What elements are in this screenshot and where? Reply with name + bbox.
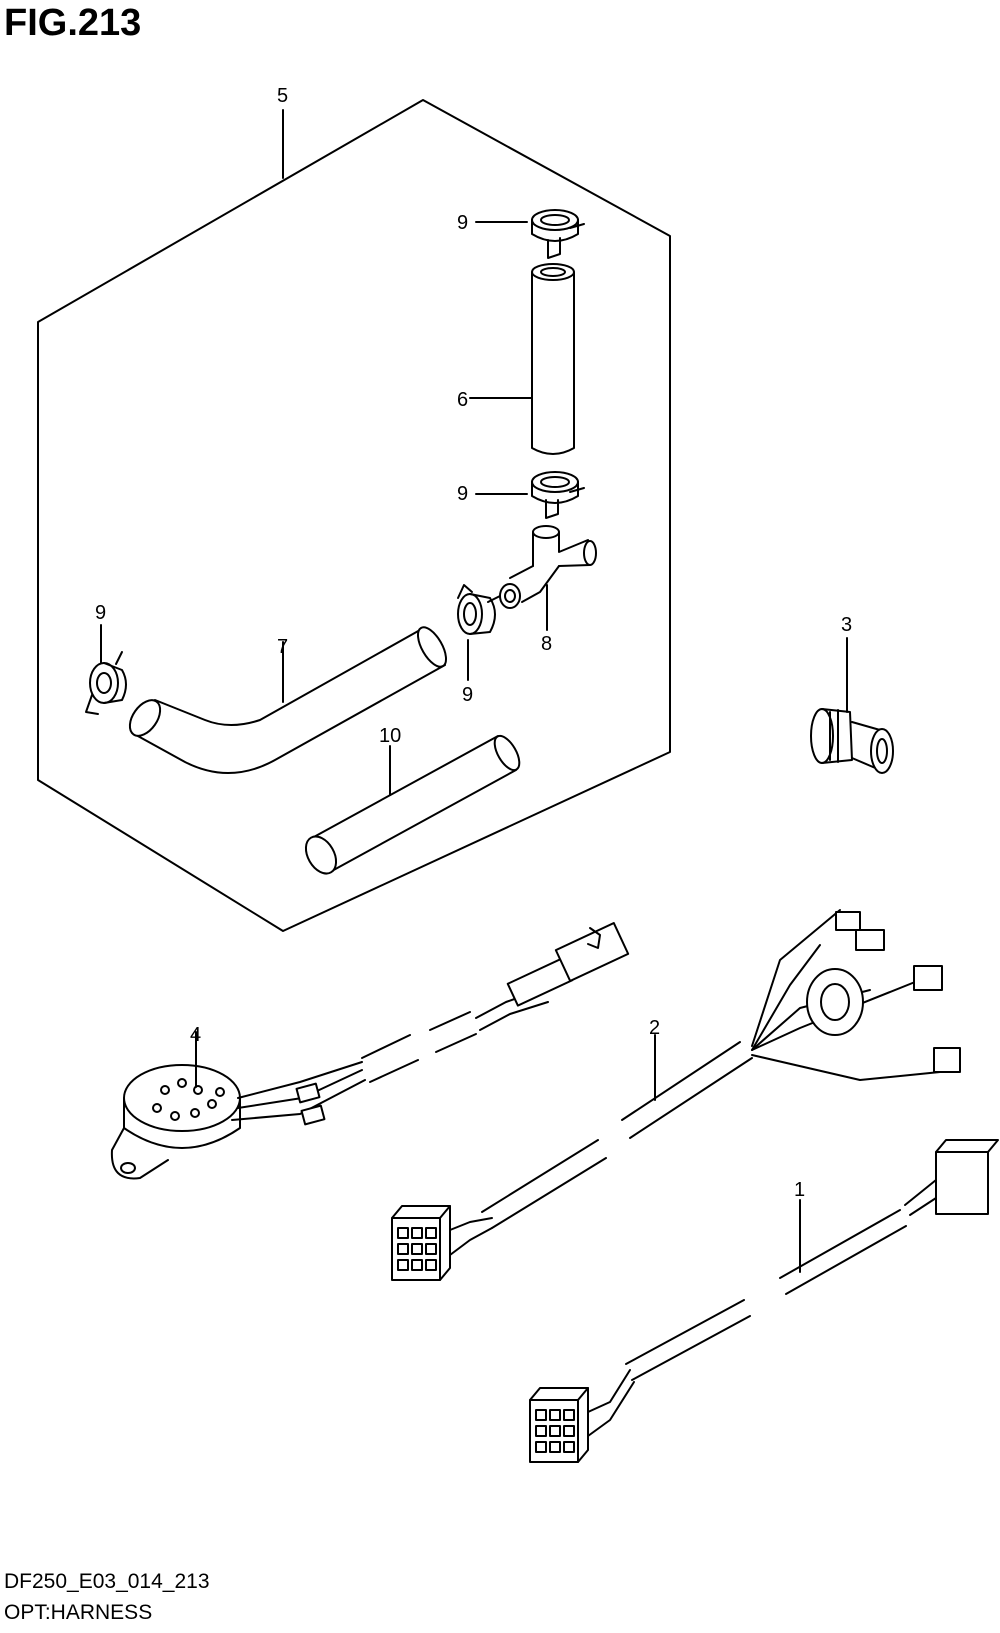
callout-1: 1: [794, 1179, 806, 1201]
callout-7: 7: [277, 636, 289, 658]
elbow-hose-part-7: [128, 626, 447, 774]
callout-6: 6: [457, 389, 469, 411]
callout-2: 2: [649, 1017, 661, 1039]
kit-box-outline: [37, 99, 671, 932]
clamp-part-9-left: [85, 651, 127, 715]
callout-9-left: 9: [95, 602, 107, 624]
clamp-part-9-top: [531, 209, 585, 259]
hose-part-10: [304, 734, 521, 875]
callout-9-top: 9: [457, 212, 469, 234]
plug-part-3: [810, 708, 894, 774]
figure-title: FIG.213: [4, 2, 142, 44]
harness-part-1: [529, 1139, 999, 1463]
buzzer-harness-part-4: [110, 922, 630, 1180]
clamp-part-9-right: [457, 584, 501, 635]
harness-part-2: [391, 909, 961, 1281]
callout-4: 4: [190, 1024, 202, 1046]
callout-9-right: 9: [462, 684, 474, 706]
figure-name: OPT:HARNESS: [4, 1601, 153, 1624]
callout-3: 3: [841, 614, 853, 636]
callout-9-middle: 9: [457, 483, 469, 505]
figure-code: DF250_E03_014_213: [4, 1570, 210, 1593]
callout-10: 10: [379, 725, 402, 747]
callout-8: 8: [541, 633, 553, 655]
hose-part-6: [531, 263, 575, 455]
callout-5: 5: [277, 85, 289, 107]
clamp-part-9-middle: [531, 471, 585, 519]
